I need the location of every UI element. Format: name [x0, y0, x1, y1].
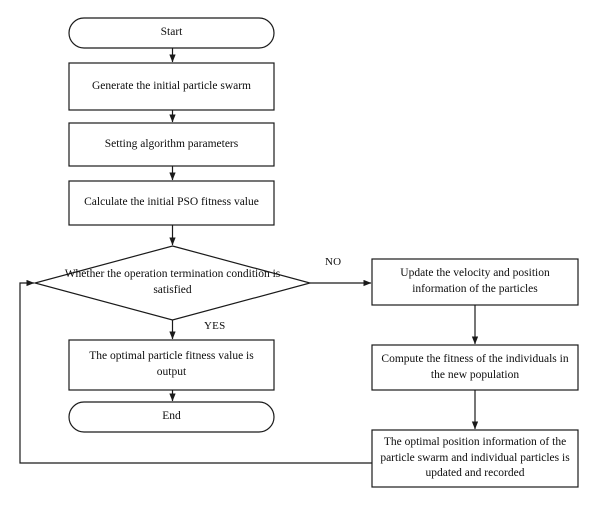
compute-fitness-node[interactable] — [372, 345, 578, 390]
end-node[interactable] — [69, 402, 274, 432]
update-record-node-shape[interactable] — [371, 429, 579, 488]
set-parameters-node-shape[interactable] — [68, 122, 275, 167]
update-velocity-node[interactable] — [372, 259, 578, 305]
edge-record-feedback-to-decision — [19, 279, 372, 464]
update-record-node[interactable] — [372, 430, 578, 487]
set-parameters-node[interactable] — [69, 123, 274, 166]
end-node-shape[interactable] — [68, 401, 275, 433]
start-node[interactable] — [69, 18, 274, 48]
calculate-fitness-node[interactable] — [69, 181, 274, 225]
start-node-shape[interactable] — [68, 17, 275, 49]
generate-swarm-node[interactable] — [69, 63, 274, 110]
compute-fitness-node-shape[interactable] — [371, 344, 579, 391]
generate-swarm-node-shape[interactable] — [68, 62, 275, 111]
edge-label-no: NO — [325, 256, 342, 268]
calculate-fitness-node-shape[interactable] — [68, 180, 275, 226]
optimal-output-node[interactable] — [69, 340, 274, 390]
optimal-output-node-shape[interactable] — [68, 339, 275, 391]
decision-node[interactable] — [100, 260, 245, 306]
edge-label-yes: YES — [204, 320, 226, 332]
